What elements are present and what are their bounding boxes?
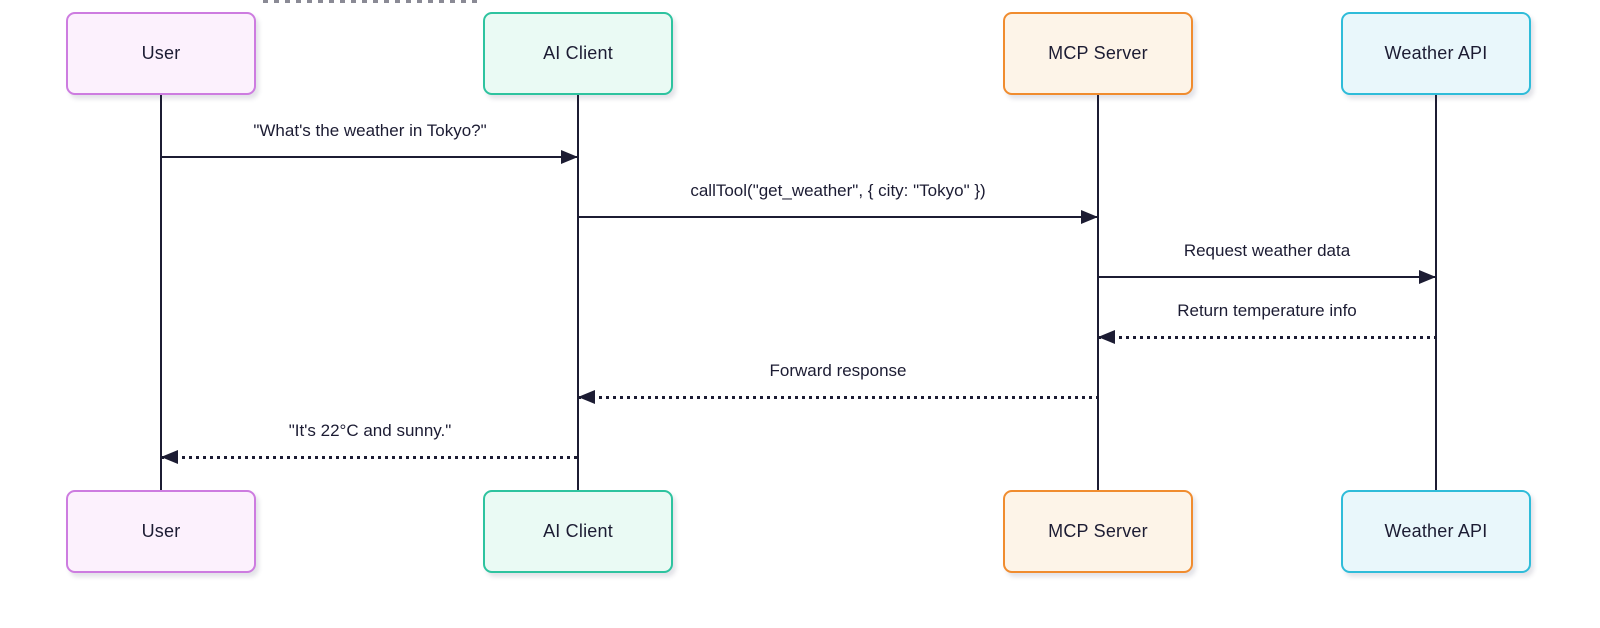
participant-box-weather-api-top: Weather API [1341,12,1531,95]
arrowhead-left-icon [161,450,178,464]
arrow-shaft [578,396,1098,399]
participant-label: AI Client [543,43,613,63]
arrow-shaft [578,216,1098,218]
participant-box-ai-client-top: AI Client [483,12,673,95]
participant-box-mcp-server-top: MCP Server [1003,12,1193,95]
lifeline-mcp-server [1097,95,1099,492]
arrow-shaft [161,456,578,459]
participant-box-mcp-server-bottom: MCP Server [1003,490,1193,573]
arrow-shaft [1098,276,1436,278]
lifeline-weather-api [1435,95,1437,492]
participant-label: Weather API [1384,521,1488,541]
arrow-shaft [161,156,578,158]
arrowhead-right-icon [561,150,578,164]
participant-box-weather-api-bottom: Weather API [1341,490,1531,573]
message-label-1: "What's the weather in Tokyo?" [253,121,487,140]
message-label-4: Return temperature info [1177,301,1357,320]
participant-box-user-bottom: User [66,490,256,573]
participant-box-user-top: User [66,12,256,95]
participant-label: User [141,43,181,63]
arrowhead-right-icon [1419,270,1436,284]
message-label-5: Forward response [769,361,907,380]
participant-label: MCP Server [1048,521,1148,541]
participant-label: MCP Server [1048,43,1148,63]
arrowhead-left-icon [578,390,595,404]
message-label-2: callTool("get_weather", { city: "Tokyo" … [690,181,986,200]
participant-box-ai-client-bottom: AI Client [483,490,673,573]
participant-label: User [141,521,181,541]
participant-label: Weather API [1384,43,1488,63]
lifeline-ai-client [577,95,579,492]
message-label-3: Request weather data [1183,241,1351,260]
lifeline-user [160,95,162,492]
arrow-shaft [1098,336,1436,339]
arrowhead-left-icon [1098,330,1115,344]
message-label-6: "It's 22°C and sunny." [288,421,452,440]
participant-label: AI Client [543,521,613,541]
top-edge-dotted-artifact [263,0,477,3]
arrowhead-right-icon [1081,210,1098,224]
